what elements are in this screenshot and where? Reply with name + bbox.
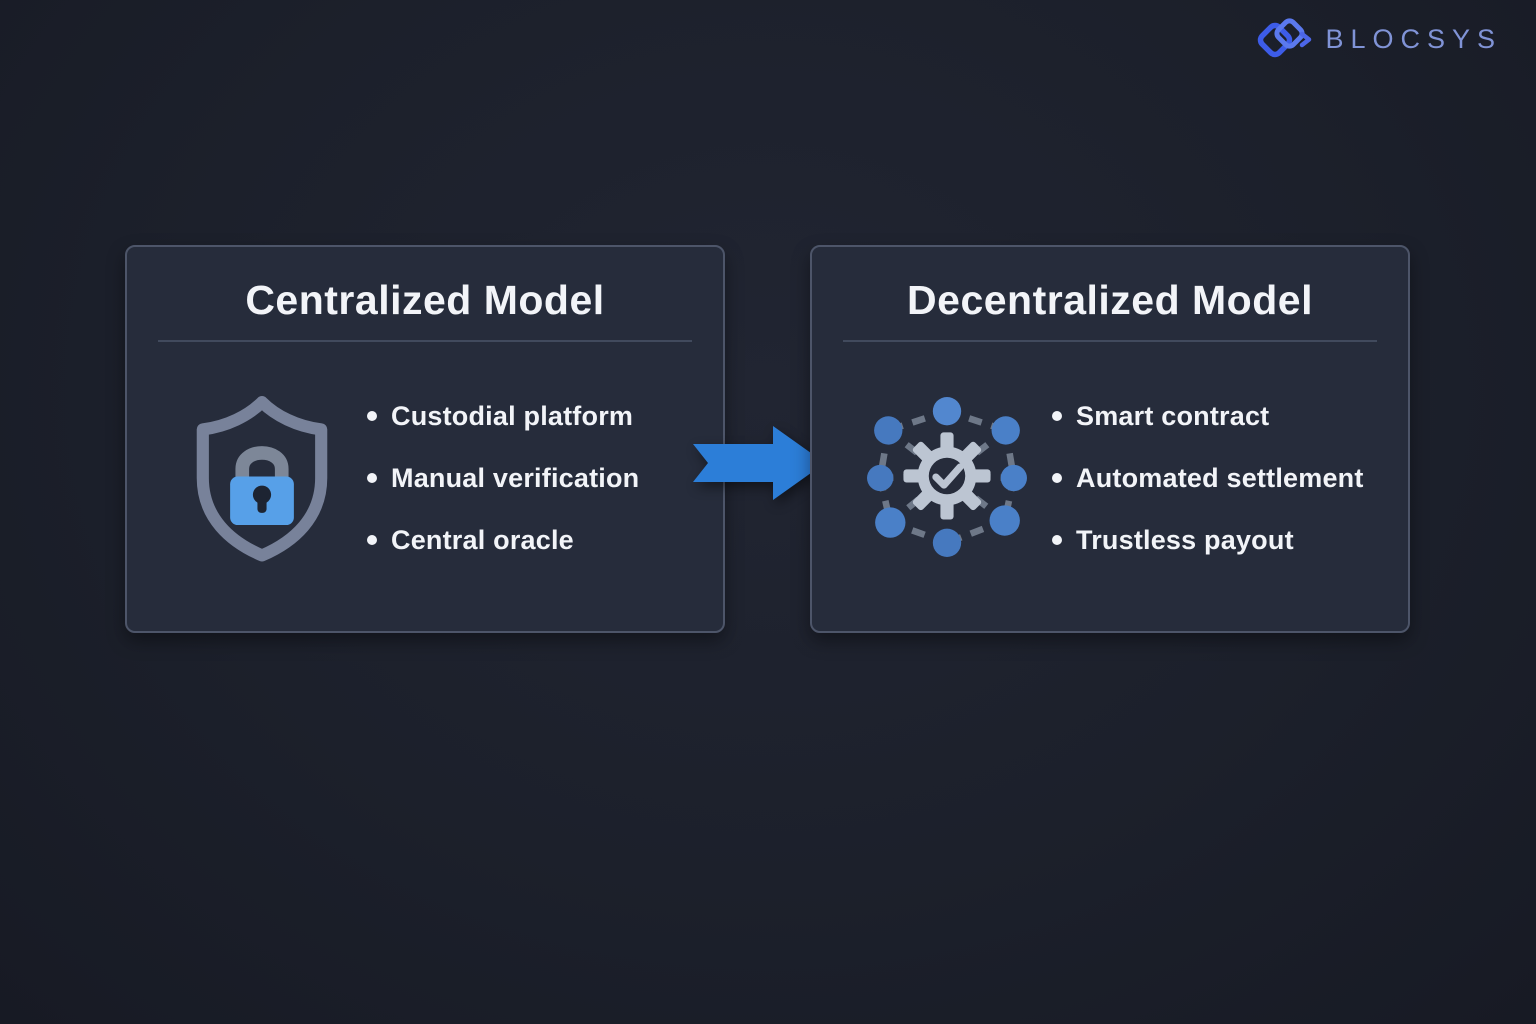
decentralized-bullet-list: Smart contract Automated settlement Trus… [1052,401,1382,556]
bullet-item: Central oracle [367,525,697,556]
bullet-item: Manual verification [367,463,697,494]
right-arrow-icon [688,418,828,513]
bullet-dot-icon [367,473,377,483]
shield-lock-icon [157,393,367,563]
bullet-item: Trustless payout [1052,525,1382,556]
brand-name: BLOCSYS [1325,23,1502,54]
card-centralized-model: Centralized Model Custodial platform Man… [125,245,725,633]
bullet-dot-icon [1052,473,1062,483]
bullet-item: Custodial platform [367,401,697,432]
title-divider [158,340,692,342]
card-decentralized-model: Decentralized Model [810,245,1410,633]
bullet-item: Smart contract [1052,401,1382,432]
bullet-dot-icon [367,411,377,421]
card-title-centralized: Centralized Model [245,277,605,323]
bullet-dot-icon [1052,411,1062,421]
network-gear-icon [842,397,1052,559]
bullet-dot-icon [1052,535,1062,545]
blocsys-chainlink-icon [1255,14,1317,64]
card-title-decentralized: Decentralized Model [907,277,1313,323]
bullet-dot-icon [367,535,377,545]
centralized-bullet-list: Custodial platform Manual verification C… [367,401,697,556]
bullet-item: Automated settlement [1052,463,1382,494]
title-divider [843,340,1377,342]
brand-logo: BLOCSYS [1255,14,1502,64]
